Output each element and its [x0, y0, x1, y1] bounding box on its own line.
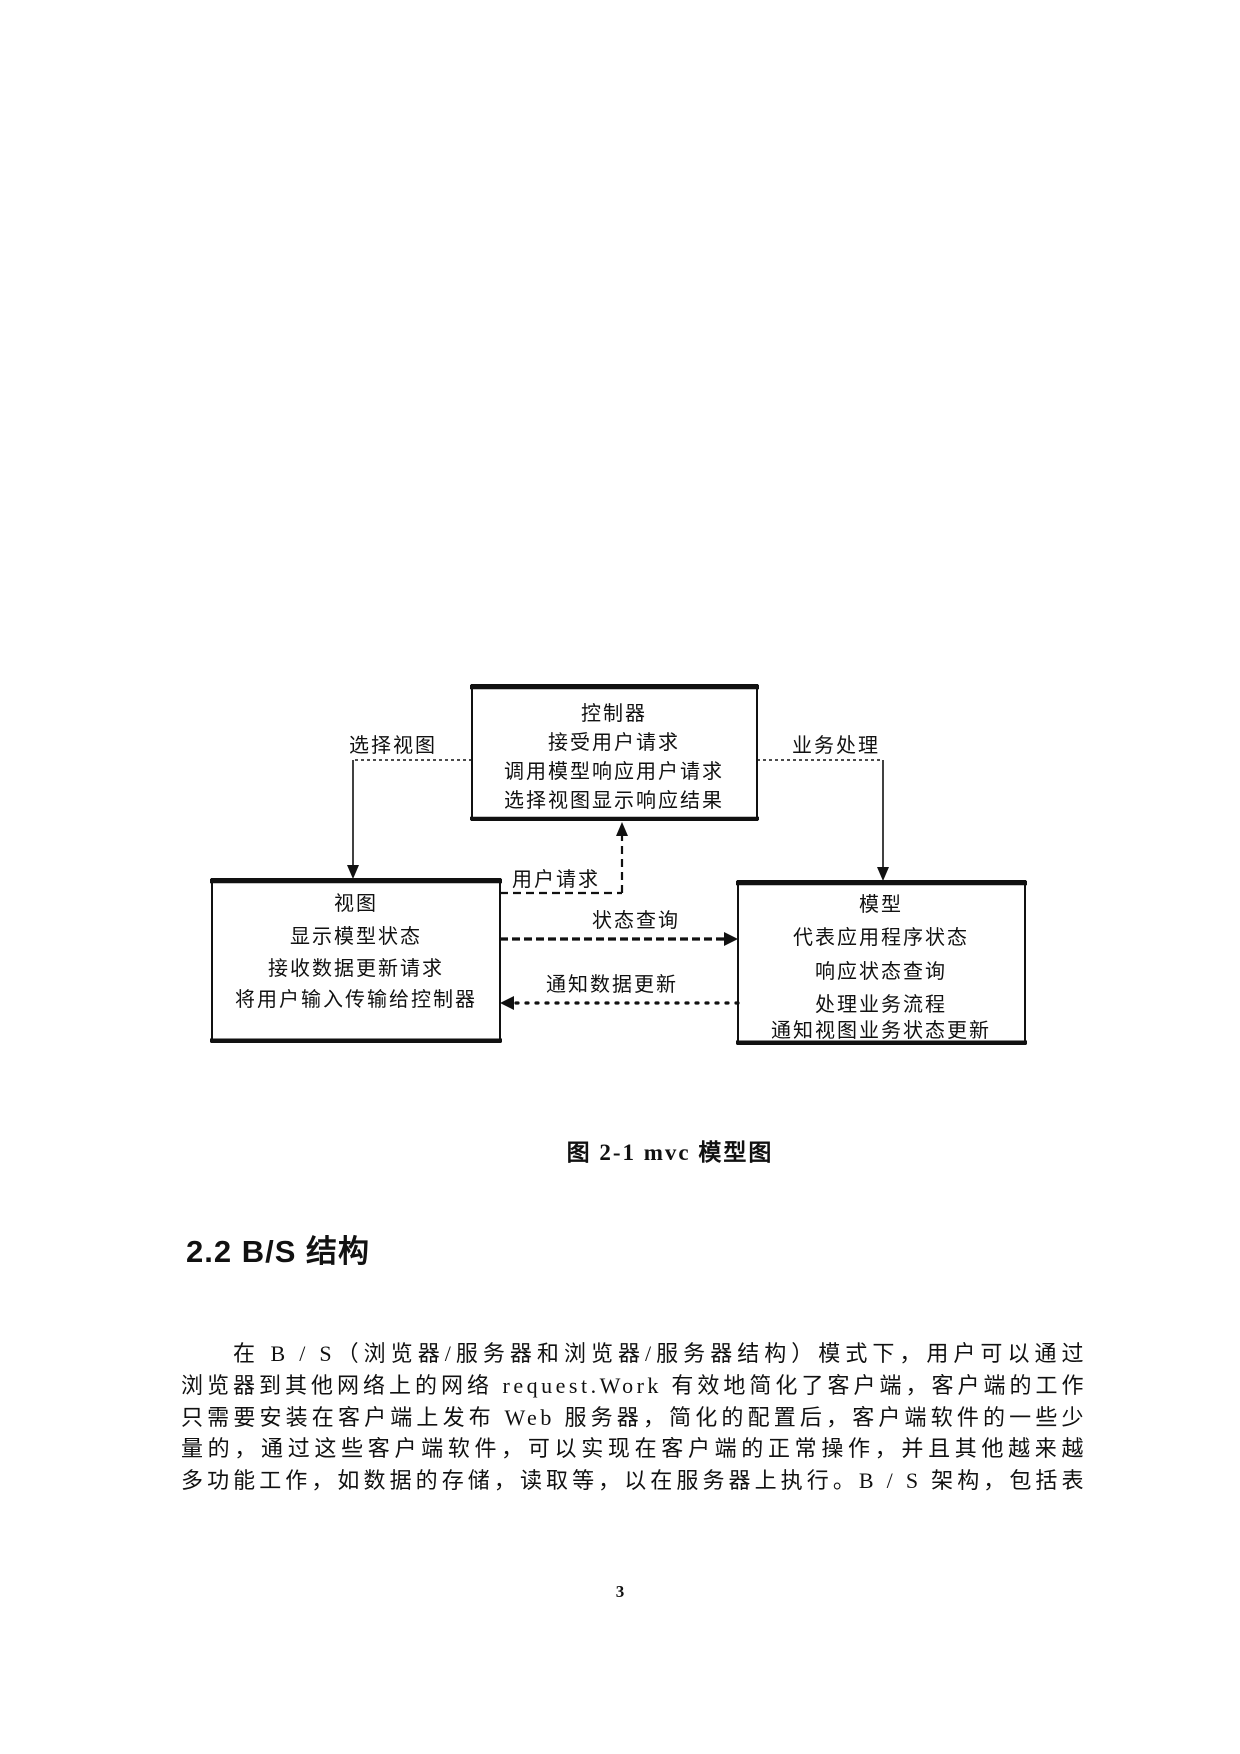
paragraph-line: 浏览器到其他网络上的网络 request.Work 有效地简化了客户端，客户端的… — [181, 1372, 1087, 1398]
user-request-arrow: 用户请求 — [500, 822, 628, 895]
view-line: 接收数据更新请求 — [268, 957, 444, 980]
controller-line: 调用模型响应用户请求 — [504, 760, 724, 783]
edge-label-status-query: 状态查询 — [592, 909, 680, 932]
body-paragraph: 在 B / S（浏览器/服务器和浏览器/服务器结构）模式下，用户可以通过浏览器到… — [181, 1338, 1087, 1497]
view-line: 将用户输入传输给控制器 — [235, 988, 477, 1011]
edge-label-business-process: 业务处理 — [792, 734, 880, 757]
mvc-diagram: 控制器 接受用户请求 调用模型响应用户请求 选择视图显示响应结果 视图 显示模型… — [210, 684, 1027, 1045]
view-box: 视图 显示模型状态 接收数据更新请求 将用户输入传输给控制器 — [210, 878, 502, 1043]
edge-label-notify-update: 通知数据更新 — [546, 973, 678, 996]
controller-line: 接受用户请求 — [548, 731, 680, 754]
model-line: 代表应用程序状态 — [793, 926, 969, 949]
paragraph-line: 多功能工作，如数据的存储，读取等，以在服务器上执行。B / S 架构，包括表 — [181, 1468, 1087, 1494]
controller-box: 控制器 接受用户请求 调用模型响应用户请求 选择视图显示响应结果 — [470, 684, 759, 821]
view-line: 显示模型状态 — [290, 925, 422, 948]
edge-label-user-request: 用户请求 — [512, 868, 600, 891]
model-line: 响应状态查询 — [815, 960, 947, 983]
paragraph-line: 只需要安装在客户端上发布 Web 服务器，简化的配置后，客户端软件的一些少 — [181, 1404, 1087, 1430]
edge-label-select-view: 选择视图 — [349, 734, 437, 757]
view-title: 视图 — [334, 892, 378, 915]
section-heading: 2.2 B/S 结构 — [186, 1234, 370, 1269]
paragraph-line: 量的，通过这些客户端软件，可以实现在客户端的正常操作，并且其他越来越 — [181, 1436, 1087, 1462]
paragraph-line: 在 B / S（浏览器/服务器和浏览器/服务器结构）模式下，用户可以通过 — [233, 1341, 1087, 1366]
status-query-arrow: 状态查询 — [500, 909, 738, 946]
model-line: 通知视图业务状态更新 — [771, 1019, 991, 1042]
business-process-arrow: 业务处理 — [757, 734, 889, 881]
figure-caption: 图 2-1 mvc 模型图 — [566, 1140, 774, 1165]
model-line: 处理业务流程 — [815, 993, 947, 1016]
controller-title: 控制器 — [581, 702, 647, 725]
page-number: 3 — [615, 1582, 625, 1601]
select-view-arrow: 选择视图 — [347, 734, 472, 879]
controller-line: 选择视图显示响应结果 — [504, 789, 724, 812]
model-title: 模型 — [859, 893, 903, 916]
model-box: 模型 代表应用程序状态 响应状态查询 处理业务流程 通知视图业务状态更新 — [736, 880, 1027, 1045]
notify-update-arrow: 通知数据更新 — [500, 973, 740, 1010]
